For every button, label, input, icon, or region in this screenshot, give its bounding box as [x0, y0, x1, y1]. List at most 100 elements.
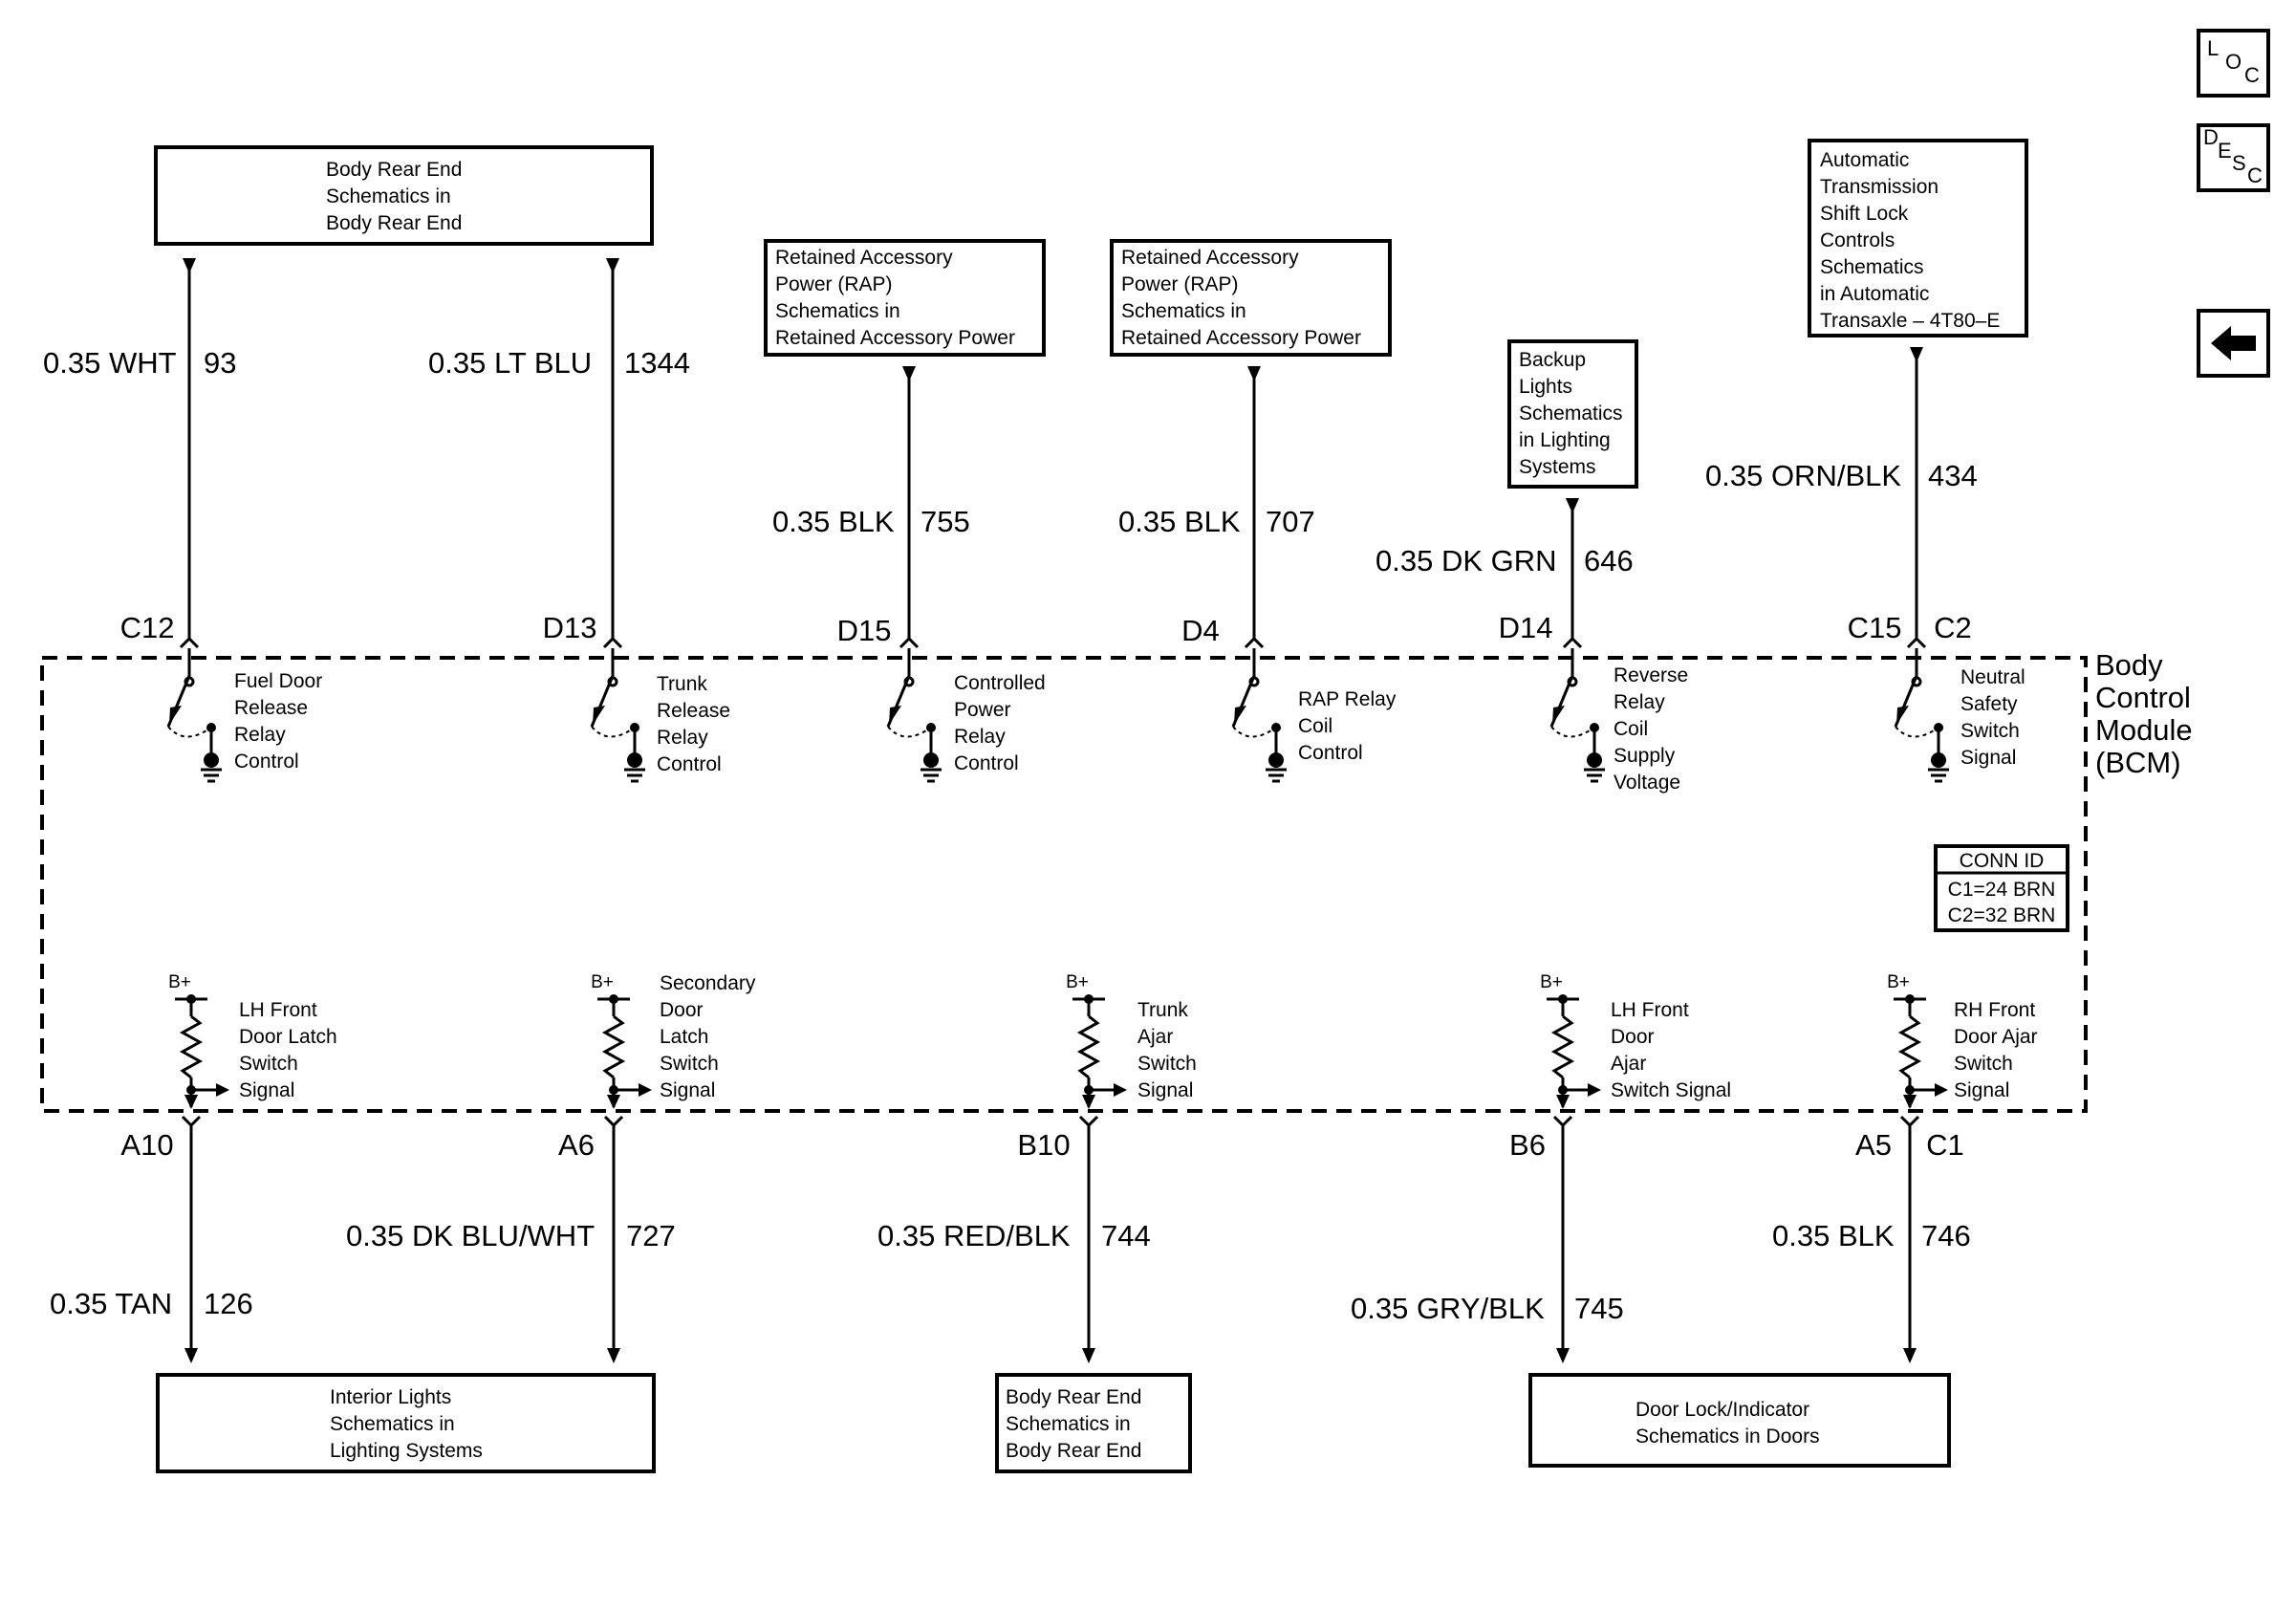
- bottom-reference-box: [995, 1373, 1192, 1473]
- input-arrow: [607, 1095, 620, 1109]
- bcm-outline: [40, 656, 2088, 1113]
- input-arrow: [1556, 1095, 1570, 1109]
- function-label: Latch: [660, 1026, 708, 1048]
- box-text: Retained Accessory Power: [1121, 327, 1361, 349]
- signal-arrow: [1114, 1083, 1127, 1097]
- switch-link: [591, 726, 634, 738]
- wire-arrowhead: [184, 1348, 198, 1363]
- function-label: Signal: [1954, 1079, 2009, 1101]
- connector-chevron: [1899, 1115, 1920, 1128]
- box-text: Retained Accessory: [775, 247, 953, 269]
- connector-chevron: [1906, 636, 1927, 649]
- switch-arrow: [1896, 706, 1909, 725]
- box-text: Schematics in Doors: [1635, 1426, 1820, 1448]
- function-label: Switch: [660, 1053, 719, 1075]
- function-label: Control: [954, 752, 1019, 774]
- switch-link: [1895, 726, 1938, 738]
- wire-arrowhead: [607, 1348, 620, 1363]
- box-text: Controls: [1820, 229, 1895, 251]
- ground-dot: [204, 752, 219, 768]
- circuit-number: 744: [1101, 1219, 1151, 1252]
- box-text: Schematics in: [330, 1413, 455, 1435]
- box-text: Transmission: [1820, 176, 1939, 198]
- box-text: in Automatic: [1820, 283, 1929, 305]
- icon-letter: D: [2203, 125, 2219, 149]
- connector-label: C2: [1934, 611, 1972, 644]
- pin-label: B6: [1509, 1128, 1546, 1162]
- ground-dot: [923, 752, 939, 768]
- function-label: Signal: [1960, 747, 2016, 769]
- module-name: Body: [2095, 648, 2163, 682]
- function-label: Power: [954, 699, 1011, 721]
- connector-chevron: [603, 1115, 624, 1128]
- box-text: Automatic: [1820, 149, 1909, 171]
- conn-id-header: CONN ID: [1960, 850, 2045, 872]
- pin-label: C12: [120, 611, 175, 644]
- box-text: Transaxle – 4T80–E: [1820, 310, 2000, 332]
- switch-arrow: [169, 706, 182, 725]
- top-reference-box: [1507, 339, 1638, 489]
- function-label: Supply: [1614, 745, 1676, 767]
- function-label: Relay: [1614, 691, 1665, 713]
- wire-color-label: 0.35 BLK: [1118, 505, 1241, 538]
- supply-label: B+: [1887, 972, 1910, 992]
- switch-link: [887, 726, 930, 738]
- function-label: Controlled: [954, 672, 1046, 694]
- pin-label: A10: [120, 1128, 173, 1162]
- module-name: Module: [2095, 713, 2193, 747]
- connector-chevron: [1562, 636, 1583, 649]
- input-arrow: [184, 1095, 198, 1109]
- switch-link: [1232, 726, 1275, 738]
- wire-color-label: 0.35 BLK: [772, 505, 895, 538]
- pullup-resistor: [179, 1014, 204, 1079]
- conn-id-line: C2=32 BRN: [1948, 904, 2056, 926]
- wire-color-label: 0.35 DK BLU/WHT: [346, 1219, 595, 1252]
- wire-arrowhead: [1556, 1348, 1570, 1363]
- function-label: Release: [234, 697, 308, 719]
- box-text: in Lighting: [1519, 429, 1611, 451]
- connector-chevron: [1078, 1115, 1099, 1128]
- ground-dot: [627, 752, 642, 768]
- supply-label: B+: [1066, 972, 1089, 992]
- function-label: Coil: [1298, 715, 1332, 737]
- back-arrow-shape: [2211, 326, 2256, 360]
- box-text: Lights: [1519, 376, 1572, 398]
- signal-arrow: [1588, 1083, 1601, 1097]
- box-text: Schematics: [1820, 256, 1924, 278]
- pullup-resistor: [1550, 1014, 1575, 1079]
- switch-link: [167, 726, 210, 738]
- wire-color-label: 0.35 BLK: [1772, 1219, 1895, 1252]
- module-name: Control: [2095, 681, 2191, 714]
- connector-chevron: [181, 1115, 202, 1128]
- function-label: Control: [234, 751, 299, 773]
- module-name: (BCM): [2095, 746, 2181, 779]
- function-label: Relay: [657, 727, 708, 749]
- pullup-resistor: [1897, 1014, 1922, 1079]
- function-label: Switch: [1954, 1053, 2013, 1075]
- wire-arrowhead: [1903, 1348, 1917, 1363]
- function-label: Control: [657, 753, 722, 775]
- function-label: Fuel Door: [234, 670, 322, 692]
- conn-id-line: C1=24 BRN: [1948, 879, 2056, 901]
- box-text: Retained Accessory: [1121, 247, 1299, 269]
- function-label: Safety: [1960, 693, 2018, 715]
- icon-letter: S: [2232, 151, 2246, 175]
- switch-arrow: [1552, 706, 1565, 725]
- ground-dot: [1268, 752, 1284, 768]
- supply-label: B+: [591, 972, 614, 992]
- bottom-reference-box: [1528, 1373, 1951, 1468]
- function-label: Signal: [660, 1079, 715, 1101]
- ground-dot: [1931, 752, 1946, 768]
- back-arrow-icon: [2197, 309, 2270, 378]
- circuit-number: 707: [1266, 505, 1315, 538]
- pin-label: D15: [837, 614, 892, 647]
- box-text: Power (RAP): [775, 273, 893, 295]
- icon-letter: O: [2225, 50, 2242, 74]
- function-label: Door Ajar: [1954, 1026, 2038, 1048]
- function-label: Trunk: [1137, 999, 1188, 1021]
- connector-chevron: [1552, 1115, 1573, 1128]
- function-label: Switch: [1137, 1053, 1197, 1075]
- signal-arrow: [216, 1083, 229, 1097]
- box-text: Body Rear End: [1006, 1386, 1141, 1408]
